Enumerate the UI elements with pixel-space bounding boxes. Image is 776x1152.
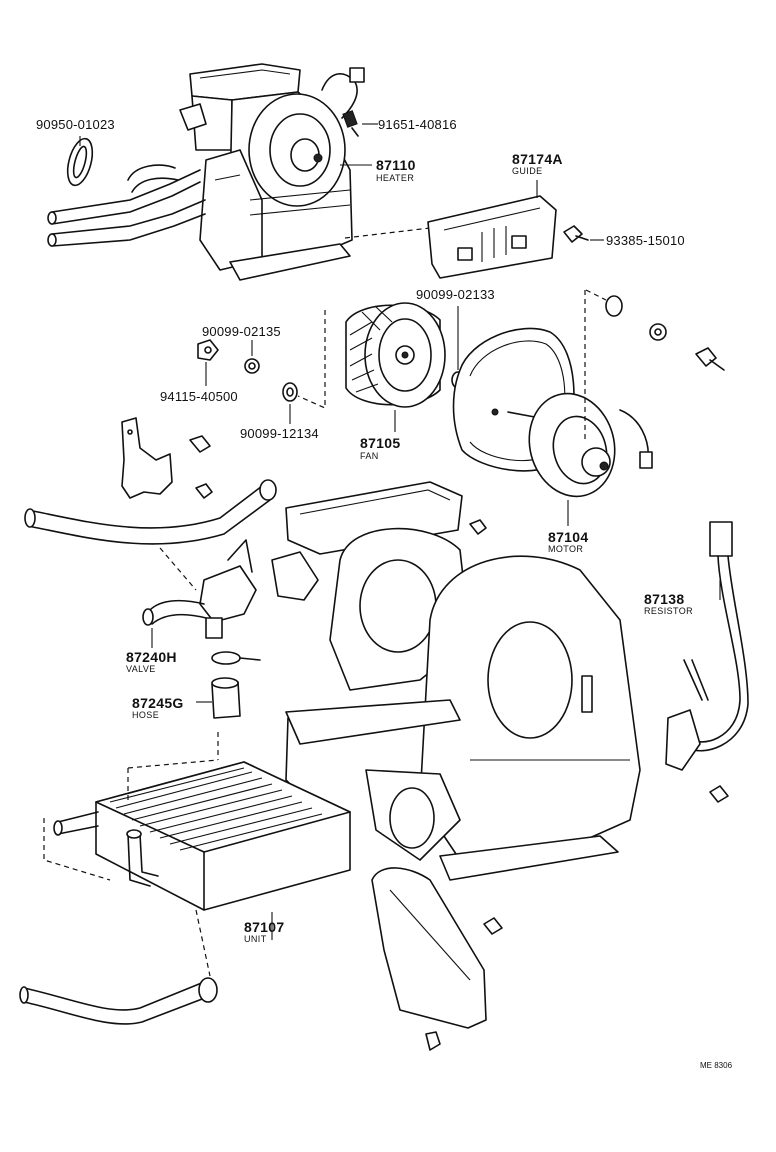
caption-heater: HEATER — [376, 173, 415, 183]
label-87240h: 87240H — [126, 649, 177, 665]
caption-motor: MOTOR — [548, 544, 584, 554]
small-bolt-1 — [189, 435, 211, 453]
grommet-90950 — [66, 137, 94, 187]
label-91651-40816: 91651-40816 — [378, 117, 457, 132]
caption-unit: UNIT — [244, 934, 267, 944]
washer-90099-02135 — [244, 358, 260, 374]
heater-core-87107-drawing — [53, 761, 351, 911]
screw-right — [695, 347, 725, 371]
bottom-hose-drawing — [19, 977, 218, 1025]
small-screw-top — [469, 519, 487, 535]
label-87107: 87107 — [244, 919, 285, 935]
nut-94115 — [197, 339, 219, 361]
label-90099-12134: 90099-12134 — [240, 426, 319, 441]
valve-87240h-drawing — [142, 539, 257, 639]
drawing-code: ME 8306 — [700, 1061, 733, 1070]
label-87245g: 87245G — [132, 695, 184, 711]
label-87104: 87104 — [548, 529, 589, 545]
label-87110: 87110 — [376, 157, 416, 173]
fan-87105-drawing — [345, 302, 446, 408]
resistor-screw — [709, 785, 729, 803]
clamp-drawing — [211, 651, 261, 665]
label-87138: 87138 — [644, 591, 685, 607]
caption-fan: FAN — [360, 451, 379, 461]
label-90950-01023: 90950-01023 — [36, 117, 115, 132]
label-87105: 87105 — [360, 435, 401, 451]
caption-valve: VALVE — [126, 664, 156, 674]
bracket-drawing — [121, 417, 173, 499]
caption-resistor: RESISTOR — [644, 606, 694, 616]
hose-87245g-drawing — [211, 677, 241, 719]
label-93385-15010: 93385-15010 — [606, 233, 685, 248]
grommet-right — [605, 295, 623, 317]
caption-guide: GUIDE — [512, 166, 543, 176]
label-87174a: 87174A — [512, 151, 563, 167]
label-90099-02135: 90099-02135 — [202, 324, 281, 339]
screw-93385 — [563, 225, 589, 243]
caption-hose: HOSE — [132, 710, 160, 720]
duct-cover-drawing — [371, 867, 487, 1029]
bottom-clip — [425, 1031, 441, 1051]
label-90099-02133: 90099-02133 — [416, 287, 495, 302]
heater-assembly-drawing — [47, 63, 365, 281]
hose-pipe-drawing — [24, 479, 277, 545]
cover-screw — [483, 917, 503, 935]
resistor-87138-drawing — [665, 521, 749, 771]
guide-87174a-drawing — [427, 195, 557, 279]
bolt-91651 — [342, 110, 359, 137]
small-bolt-2 — [195, 483, 213, 499]
label-94115-40500: 94115-40500 — [160, 389, 238, 404]
washer-right — [649, 323, 667, 341]
motor-87104-drawing — [452, 327, 653, 498]
heater-case-drawing — [271, 481, 641, 881]
washer-90099-12134 — [282, 382, 298, 402]
